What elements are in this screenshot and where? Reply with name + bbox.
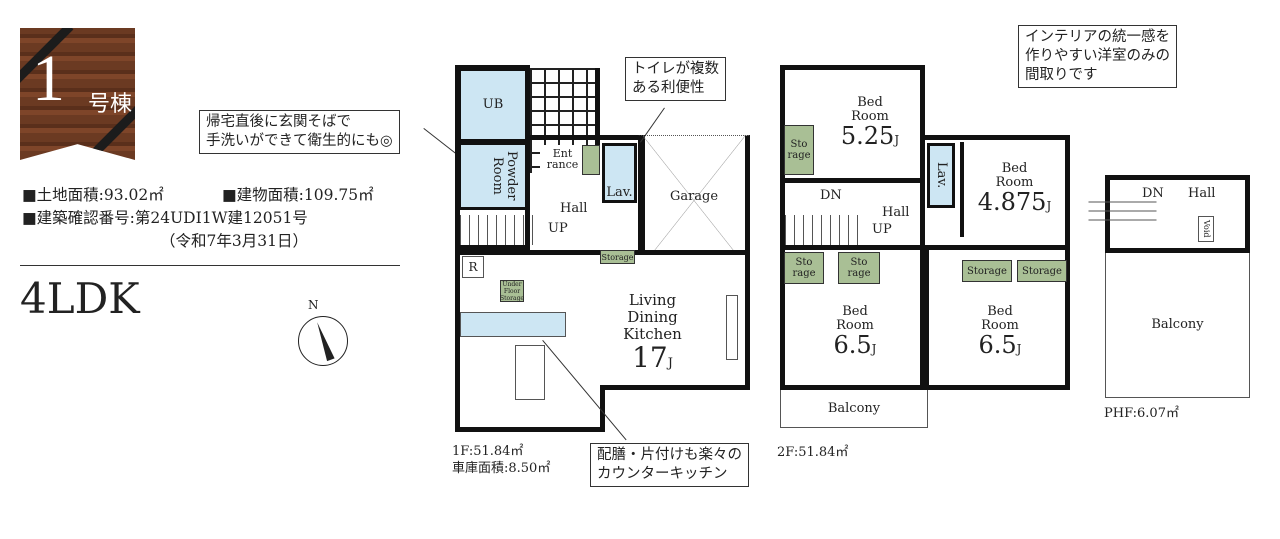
room-size: 17 — [632, 341, 668, 374]
garage — [638, 135, 750, 270]
storage-1f: Storage — [600, 250, 635, 264]
phf-balcony: Balcony — [1105, 253, 1250, 398]
storage-2f-a: Sto rage — [784, 125, 814, 175]
room-size: 5.25 — [840, 122, 895, 150]
phf-void: Void — [1198, 216, 1214, 242]
room-unit: J — [667, 356, 673, 371]
underfloor-storage: Under Floor Storage — [500, 280, 524, 302]
hall-label: Hall — [560, 201, 588, 216]
room-label: Bed Room — [981, 304, 1019, 333]
wall — [780, 178, 925, 183]
room-label: Bed Room — [995, 160, 1034, 190]
balcony-2f: Balcony — [780, 390, 928, 428]
floor1-area: 1F:51.84㎡ — [452, 444, 524, 459]
callout-line: トイレが複数 — [632, 61, 719, 77]
storage-2f-d: Storage — [962, 260, 1012, 282]
room-size: 6.5 — [978, 331, 1017, 359]
wall — [924, 250, 929, 390]
callout-powder: 帰宅直後に玄関そばで 手洗いができて衛生的にも◎ — [199, 110, 400, 154]
callout-line: ある利便性 — [632, 80, 705, 96]
room-unit: J — [1016, 342, 1022, 356]
building-suffix: 号棟 — [88, 92, 133, 117]
tv-board — [726, 295, 738, 360]
garage-label: Garage — [669, 189, 719, 204]
divider — [20, 265, 400, 266]
permit-number: ■建築確認番号:第24UDI1W建12051号 — [22, 209, 308, 227]
room-label: Bed Room — [836, 304, 874, 333]
garage-area: 車庫面積:8.50㎡ — [452, 461, 551, 476]
callout-kitchen: 配膳・片付けも楽々の カウンターキッチン — [590, 443, 749, 487]
unit-bath: UB — [458, 68, 528, 142]
room-unit: J — [871, 342, 877, 356]
callout-line: 帰宅直後に玄関そばで — [206, 114, 351, 130]
storage-2f-b: Sto rage — [784, 252, 824, 284]
callout-line: 配膳・片付けも楽々の — [597, 447, 742, 463]
permit-date: （令和7年3月31日） — [160, 232, 308, 250]
dn-label: DN — [820, 188, 842, 203]
phf-hall-label: Hall — [1188, 186, 1216, 201]
building-area: ■建物面積:109.75㎡ — [222, 186, 374, 204]
callout-line: カウンターキッチン — [597, 466, 728, 482]
compass-north: N — [308, 298, 319, 312]
floor2-area: 2F:51.84㎡ — [777, 445, 849, 460]
lavatory-2f: Lav. — [927, 143, 955, 208]
callout-line: インテリアの統一感を — [1025, 29, 1170, 45]
up-label: UP — [548, 221, 568, 236]
phf-area: PHF:6.07㎡ — [1104, 406, 1179, 421]
callout-line: 間取りです — [1025, 67, 1098, 83]
room-label: Powder Room — [490, 151, 519, 201]
callout-line: 作りやすい洋室のみの — [1025, 48, 1170, 64]
room-label: Lav. — [934, 162, 949, 189]
compass — [298, 316, 348, 366]
callout-toilet: トイレが複数 ある利便性 — [625, 57, 726, 101]
phf-dn-label: DN — [1142, 186, 1164, 201]
storage-2f-e: Storage — [1017, 260, 1067, 282]
stairs — [785, 215, 865, 245]
callout-rooms: インテリアの統一感を 作りやすい洋室のみの 間取りです — [1018, 25, 1177, 88]
wall — [780, 245, 1070, 250]
kitchen-counter — [460, 312, 566, 337]
room-label: UB — [482, 97, 504, 112]
hall-label: Hall — [882, 205, 910, 220]
stairs — [1088, 201, 1157, 227]
fridge: R — [462, 256, 484, 278]
lavatory: Lav. — [602, 143, 637, 203]
stairs — [460, 215, 540, 245]
compass-needle-icon — [313, 320, 335, 362]
room-unit: J — [894, 133, 900, 147]
entrance-label: Ent rance — [540, 145, 585, 173]
room-label: Living Dining Kitchen — [623, 291, 682, 343]
ldk-dining — [455, 385, 605, 432]
ldk-wall — [600, 385, 750, 390]
room-size: 6.5 — [833, 331, 872, 359]
dining-table — [515, 345, 545, 400]
room-unit: J — [1046, 198, 1052, 213]
room-label: Lav. — [606, 185, 633, 200]
layout-type: 4LDK — [20, 274, 140, 323]
room-size: 4.875 — [977, 187, 1047, 216]
building-number: 1 — [32, 42, 65, 115]
callout-line: 手洗いができて衛生的にも◎ — [206, 133, 393, 149]
building-badge: 1 号棟 — [20, 28, 135, 160]
shoe-storage — [582, 145, 600, 175]
land-area: ■土地面積:93.02㎡ — [22, 186, 164, 204]
powder-room: Powder Room — [458, 142, 528, 210]
storage-2f-c: Sto rage — [838, 252, 880, 284]
up-label: UP — [872, 222, 892, 237]
room-label: Bed Room — [851, 95, 889, 124]
